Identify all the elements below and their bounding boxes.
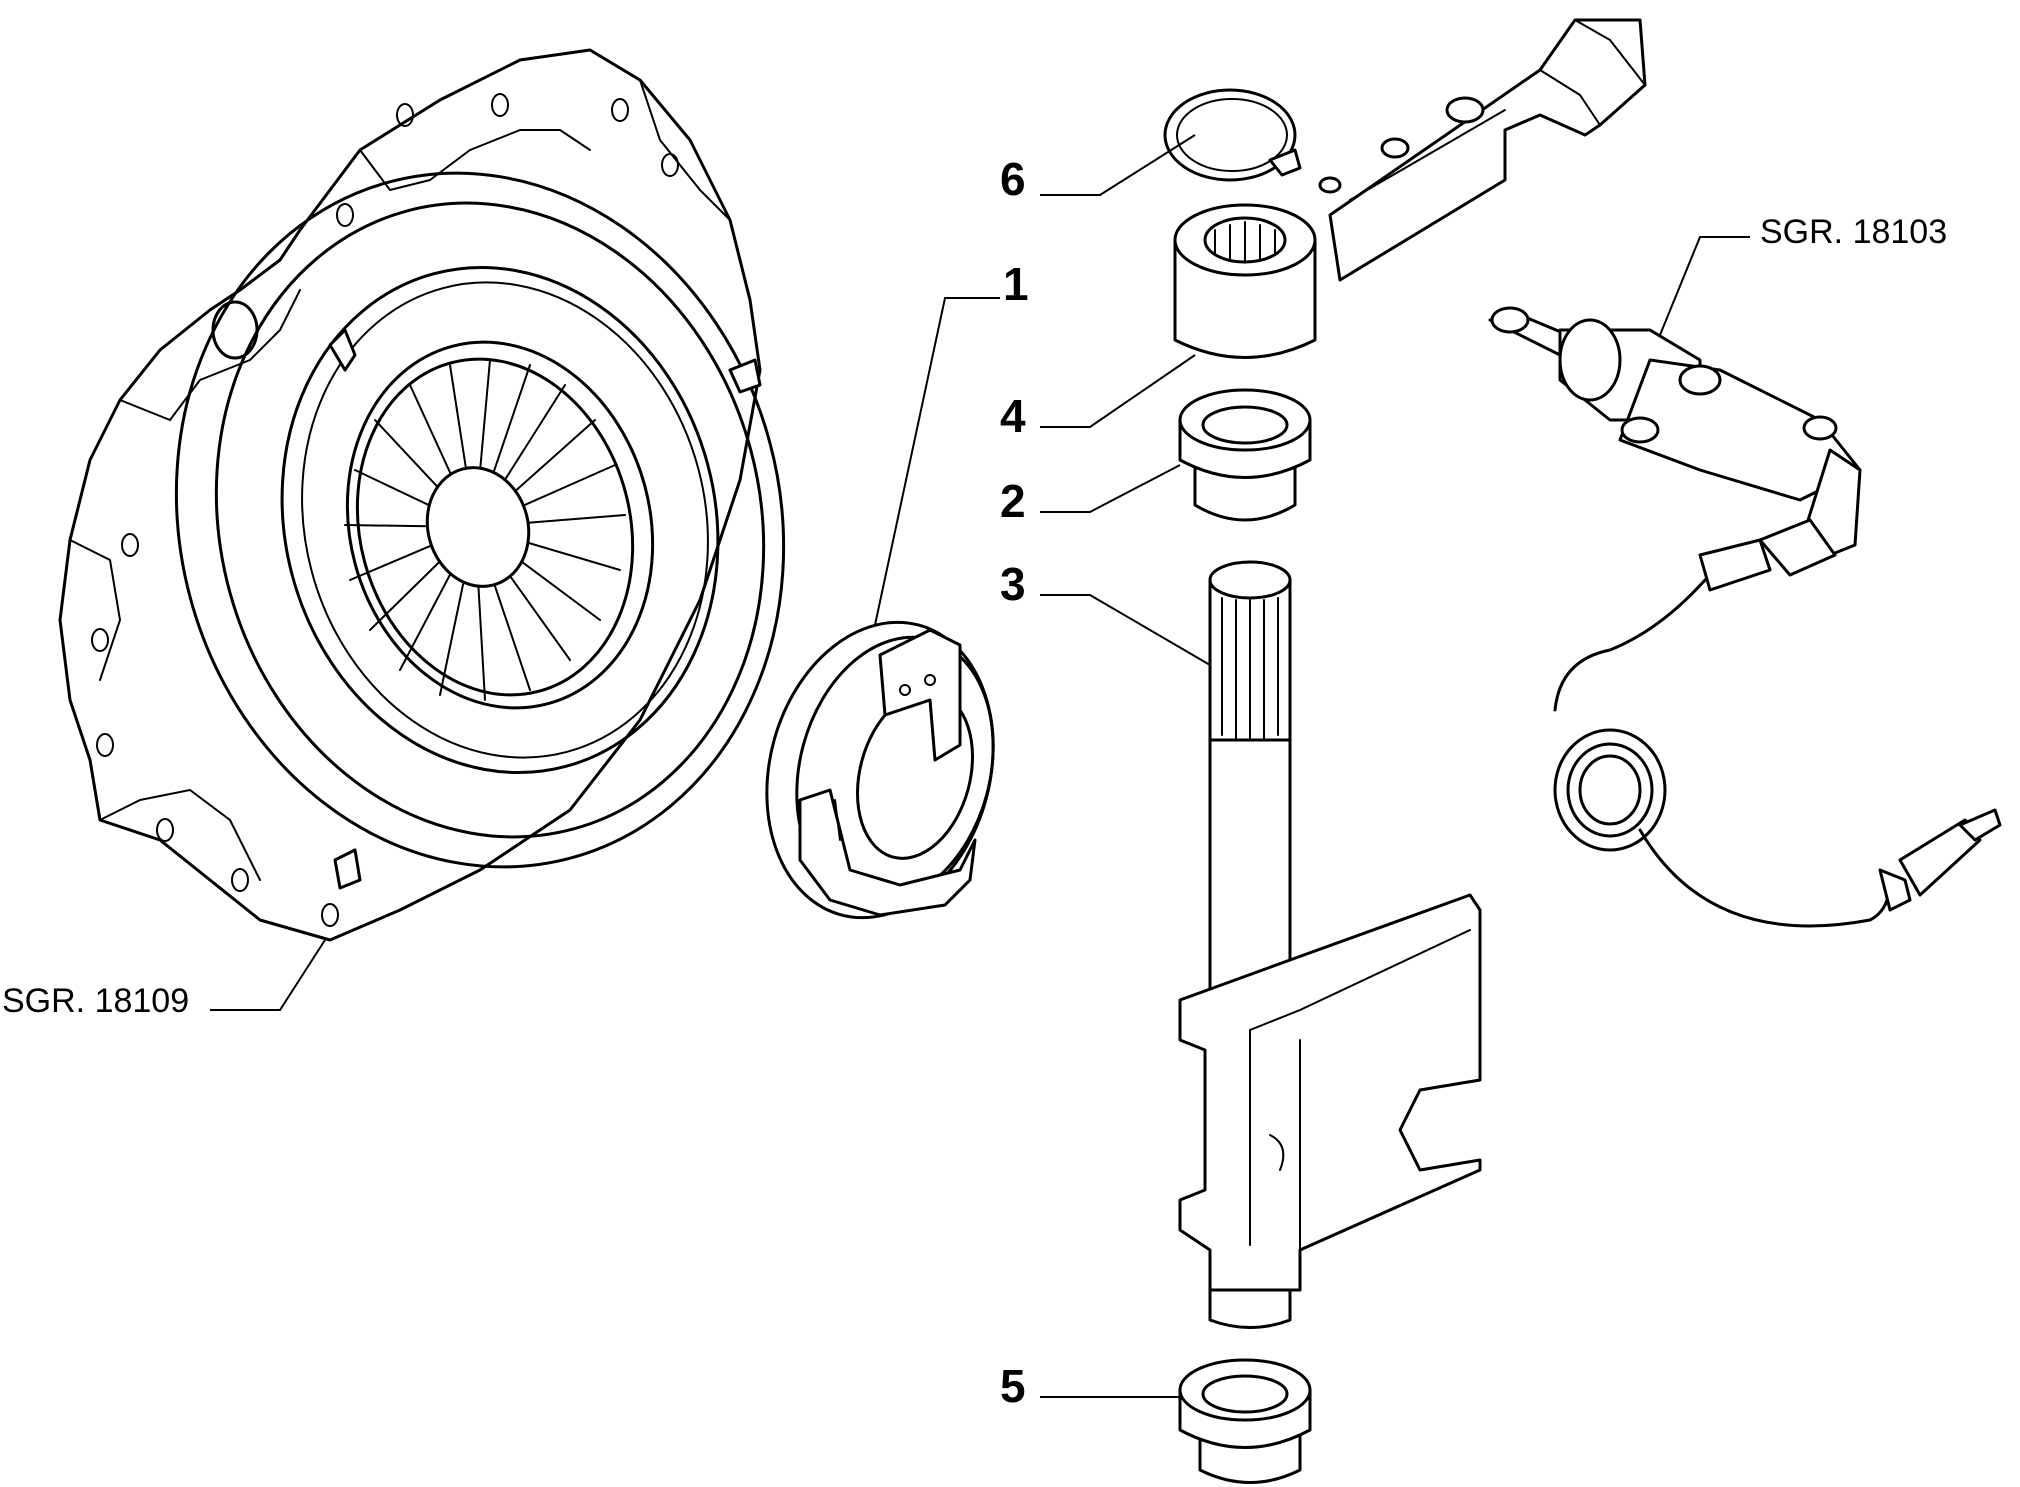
callout-5: 5 — [1000, 1360, 1026, 1412]
clutch-master-cylinder — [1488, 306, 2002, 928]
callout-4: 4 — [1000, 390, 1026, 442]
circlip — [1163, 88, 1302, 182]
callout-2: 2 — [1000, 475, 1026, 527]
reference-master-cylinder: SGR. 18103 — [1760, 213, 1947, 251]
release-bearing — [765, 620, 995, 920]
clutch-pressure-plate — [58, 48, 786, 942]
leader-lines — [210, 134, 1750, 1398]
callout-6: 6 — [1000, 153, 1026, 205]
callout-1: 1 — [1003, 258, 1029, 310]
upper-bushing — [1178, 388, 1312, 522]
reference-pressure-plate: SGR. 18109 — [2, 982, 189, 1020]
callout-3: 3 — [1000, 558, 1026, 610]
release-lever — [1173, 18, 1647, 359]
lower-bushing — [1178, 1358, 1312, 1484]
release-shaft-fork — [1178, 560, 1482, 1329]
